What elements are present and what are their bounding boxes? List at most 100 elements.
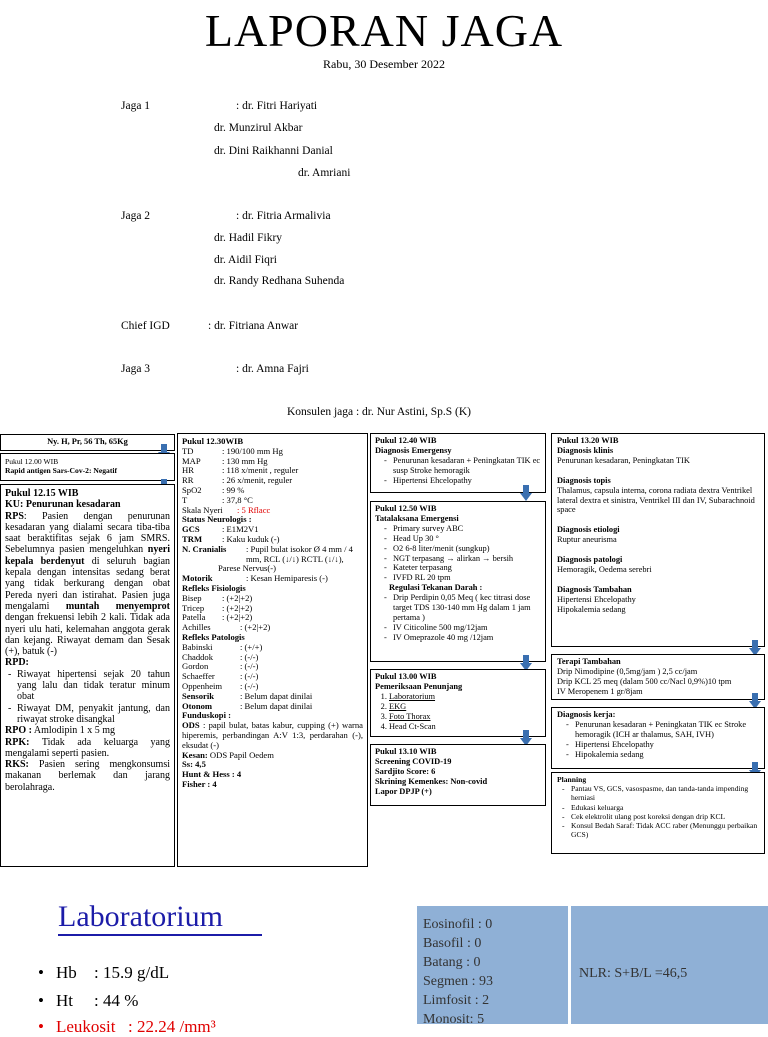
list-item: Hipertensi Ehcelopathy (566, 740, 759, 750)
rp-label: Refleks Patologis (182, 631, 245, 642)
pato-text: Hemoragik, Oedema serebri (557, 565, 652, 575)
rapid-test-box: Pukul 12.00 WIB Rapid antigen Sars-Cov-2… (0, 453, 175, 481)
trm-row: TRM: Kaku kuduk (-) (182, 533, 280, 544)
diff-count-panel: Eosinofil : 0 Basofil : 0 Batang : 0 Seg… (417, 906, 568, 1027)
rp-row: Babinski: (+/+) (182, 641, 263, 652)
list-item: Penurunan kesadaran + Peningkatan TIK ec… (384, 456, 541, 476)
rf-row: Bisep: (+2|+2) (182, 592, 253, 603)
terapi-head: Terapi Tambahan (557, 657, 621, 666)
gcs-row: GCS: E1M2V1 (182, 524, 259, 535)
lab-title-underline (58, 934, 262, 936)
list-item: Kateter terpasang (384, 563, 541, 573)
diff-line: Segmen : 93 (423, 974, 493, 989)
jaga1-name-1: : dr. Fitri Hariyati (236, 100, 318, 112)
terapi-line: IV Meropenem 1 gr/8jam (557, 686, 643, 696)
ods-text: ODS : papil bulat, batas kabur, cupping … (182, 720, 363, 750)
c3d-line: Sardjito Score: 6 (375, 766, 436, 776)
list-item: Pantau VS, GCS, vasospasme, dan tanda-ta… (562, 784, 759, 802)
list-item: Riwayat hipertensi sejak 20 tahun yang l… (8, 669, 170, 703)
exam-time: Pukul 12.30WIB (182, 436, 244, 446)
terapi-line: Drip Nimodipine (0,5mg/jam ) 2,5 cc/jam (557, 666, 698, 676)
screening-box: Pukul 13.10 WIB Screening COVID-19 Sardj… (370, 744, 546, 806)
jaga2-name-2: dr. Hadil Fikry (214, 232, 283, 244)
ss-score: Ss: 4,5 (182, 759, 206, 770)
list-item: IV Omeprazole 40 mg /12jam (384, 633, 541, 643)
chief-label: Chief IGD (121, 320, 170, 332)
topis-label: Diagnosis topis (557, 475, 611, 485)
list-item: Penurunan kesadaran + Peningkatan TIK ec… (566, 720, 759, 740)
rps-text: RPS: Pasien dengan penurunan kesadaran y… (5, 510, 171, 658)
jaga3-label: Jaga 3 (121, 363, 151, 375)
rpk-text: RPK: Tidak ada keluarga yang mengalami s… (5, 736, 170, 759)
c3a-time: Pukul 12.40 WIB (375, 436, 437, 445)
lab-item-leukosit: •Leukosit: 22.24 /mm³ (38, 1017, 216, 1036)
tatalaksana-box: Pukul 12.50 WIB Tatalaksana Emergensi Pr… (370, 501, 546, 662)
list-item: Primary survey ABC (384, 524, 541, 534)
arrow-down-icon (520, 485, 532, 501)
lab-item-hb: •Hb: 15.9 g/dL (38, 963, 170, 982)
c3b-head: Tatalaksana Emergensi (375, 513, 459, 523)
c3c-list: Laboratorium EKG Foto Thorax Head Ct-Sca… (375, 692, 541, 732)
planning-head: Planning (557, 775, 587, 784)
klinis-text: Penurunan kesadaran, Peningkatan TIK (557, 455, 690, 465)
tambahan-item: Hipokalemia sedang (557, 604, 626, 614)
etio-label: Diagnosis etiologi (557, 525, 620, 535)
rp-row: Oppenheim: (-/-) (182, 680, 259, 691)
exam-box: Pukul 12.30WIB TD: 190/100 mm Hg MAP: 13… (177, 433, 368, 867)
arrow-down-icon (520, 655, 532, 671)
sensorik-row: Sensorik: Belum dapat dinilai (182, 690, 313, 701)
list-item: Riwayat DM, penyakit jantung, dan riwaya… (8, 703, 170, 726)
rpd-list: Riwayat hipertensi sejak 20 tahun yang l… (5, 669, 170, 725)
list-item: Hipokalemia sedang (566, 750, 759, 760)
list-item: Hipertensi Ehcelopathy (384, 476, 541, 486)
list-item: EKG (389, 702, 541, 712)
page-title: LAPORAN JAGA (204, 5, 564, 56)
list-item: IV Citicoline 500 mg/12jam (384, 623, 541, 633)
jaga2-label: Jaga 2 (121, 210, 151, 222)
chief-name: : dr. Fitriana Anwar (208, 320, 299, 332)
jaga1-name-4: dr. Amriani (298, 167, 351, 179)
tambahan-label: Diagnosis Tambahan (557, 584, 632, 594)
klinis-label: Diagnosis klinis (557, 445, 614, 455)
pato-label: Diagnosis patologi (557, 555, 623, 565)
terapi-line: Drip KCL 25 meq (dalam 500 cc/Nacl 0,9%)… (557, 676, 732, 686)
list-item: IVFD RL 20 tpm (384, 573, 541, 583)
c3d-time: Pukul 13.10 WIB (375, 747, 437, 756)
c3d-line: Screening COVID-19 (375, 756, 452, 766)
rf-row: Patella: (+2|+2) (182, 612, 253, 623)
nlr-text: NLR: S+B/L =46,5 (579, 966, 688, 981)
c3b-time: Pukul 12.50 WIB (375, 504, 437, 513)
c4a-time: Pukul 13.20 WIB (557, 436, 619, 445)
rf-label: Refleks Fisiologis (182, 582, 246, 593)
c3c-time: Pukul 13.00 WIB (375, 672, 437, 681)
diagnosis-emergency-box: Pukul 12.40 WIB Diagnosis Emergensy Penu… (370, 433, 546, 493)
diff-line: Basofil : 0 (423, 936, 482, 951)
rpo-text: RPO : Amlodipin 1 x 5 mg (5, 725, 116, 737)
jaga3-name: : dr. Amna Fajri (236, 363, 309, 375)
rapid-time: Pukul 12.00 WIB (5, 457, 59, 466)
kerja-head: Diagnosis kerja: (557, 710, 616, 719)
list-item: Cek elektrolit ulang post koreksi dengan… (562, 812, 759, 821)
rf-row: Tricep: (+2|+2) (182, 602, 253, 613)
planning-box: Planning Pantau VS, GCS, vasospasme, dan… (551, 772, 765, 854)
vitals-table: TD: 190/100 mm Hg MAP: 130 mm Hg HR: 118… (182, 445, 299, 505)
otonom-row: Otonom: Belum dapat dinilai (182, 700, 313, 711)
anamnesis-box: Pukul 12.15 WIB KU: Penurunan kesadaran … (0, 484, 175, 867)
diff-line: Eosinofil : 0 (423, 917, 493, 932)
c3c-head: Pemeriksaan Penunjang (375, 681, 463, 691)
kesan-row: Kesan: ODS Papil Oedem (182, 749, 274, 760)
nc-row: N. Cranialis: Pupil bulat isokor Ø 4 mm … (182, 543, 353, 564)
list-item: Head Ct-Scan (389, 722, 541, 732)
regulasi-label: Regulasi Tekanan Darah : (389, 583, 483, 593)
diagnosis-box: Pukul 13.20 WIB Diagnosis klinis Penurun… (551, 433, 765, 647)
jaga2-name-1: : dr. Fitria Armalivia (236, 210, 331, 222)
diff-line: Limfosit : 2 (423, 993, 490, 1008)
fisher-score: Fisher : 4 (182, 778, 217, 789)
list-item: Drip Perdipin 0,05 Meq ( kec titrasi dos… (384, 593, 541, 623)
c3b-list: Primary survey ABC Head Up 30 ° O2 6-8 l… (375, 524, 541, 583)
arrow-down-icon (520, 730, 532, 746)
patient-box: Ny. H, Pr, 56 Th, 65Kg (0, 434, 175, 451)
keluhan-utama: KU: Penurunan kesadaran (5, 499, 121, 511)
anamnesis-time: Pukul 12.15 WIB (5, 488, 79, 499)
planning-list: Pantau VS, GCS, vasospasme, dan tanda-ta… (557, 784, 759, 839)
